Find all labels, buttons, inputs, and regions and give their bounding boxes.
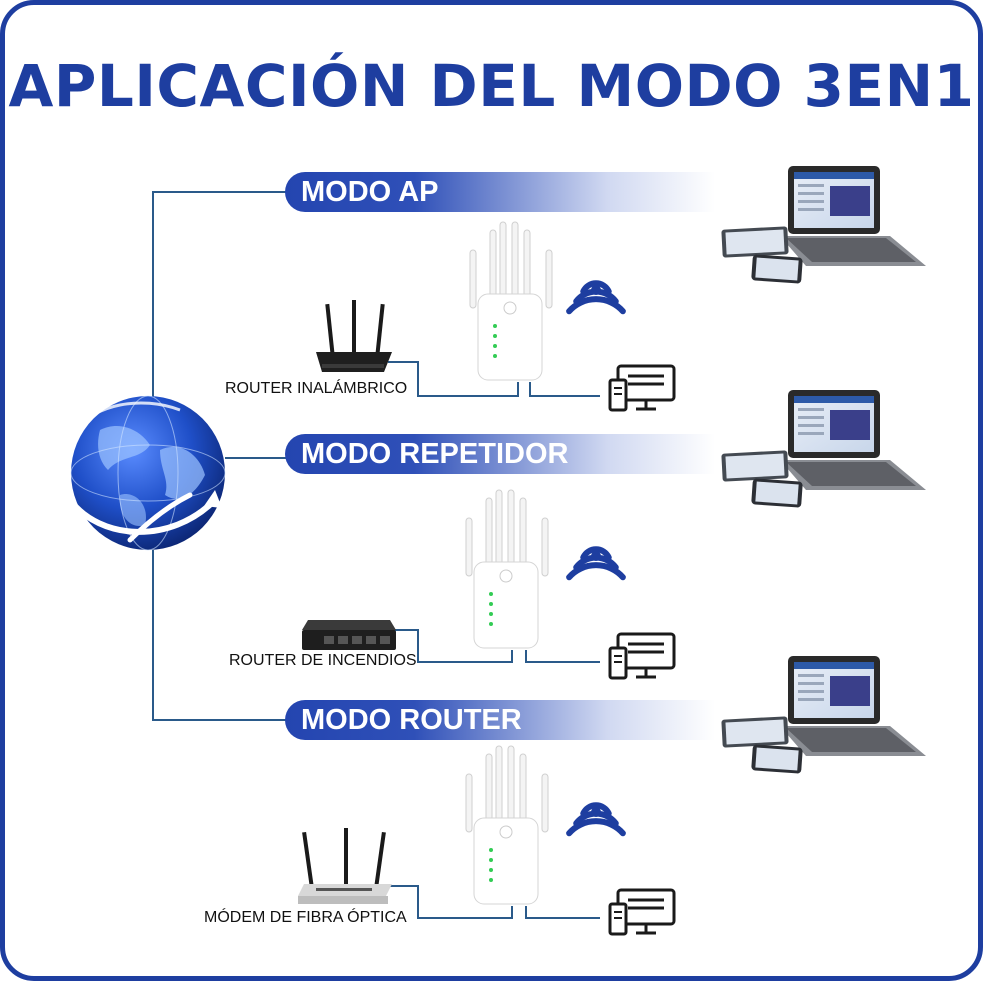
wifi-signal-icon [569, 799, 623, 860]
device-label-wireless-router: ROUTER INALÁMBRICO [225, 380, 408, 397]
wireless-router-icon [316, 300, 392, 372]
wifi-extender-icon [465, 745, 549, 905]
mode-repeater-banner: MODO REPETIDOR [285, 434, 715, 474]
wifi-signal-icon [569, 543, 623, 604]
desktop-computer-icon [608, 888, 676, 936]
laptop-tablet-phone-icon [721, 166, 926, 284]
wifi-extender-icon [465, 489, 549, 649]
device-label-fire-router: ROUTER DE INCENDIOS [229, 652, 417, 669]
network-switch-icon [302, 620, 396, 650]
mode-router-banner: MODO ROUTER [285, 700, 715, 740]
connection-lines [152, 191, 600, 919]
wifi-signal-icon [569, 277, 623, 338]
laptop-tablet-phone-icon [721, 656, 926, 774]
device-label-fiber-modem: MÓDEM DE FIBRA ÓPTICA [204, 909, 407, 926]
fiber-modem-icon [298, 828, 392, 904]
globe-icon [67, 395, 226, 551]
mode-ap-banner: MODO AP [285, 172, 715, 212]
desktop-computer-icon [608, 632, 676, 680]
wifi-extender-icon [469, 221, 553, 381]
desktop-computer-icon [608, 364, 676, 412]
page-title: APLICACIÓN DEL MODO 3EN1 [8, 52, 975, 120]
laptop-tablet-phone-icon [721, 390, 926, 508]
